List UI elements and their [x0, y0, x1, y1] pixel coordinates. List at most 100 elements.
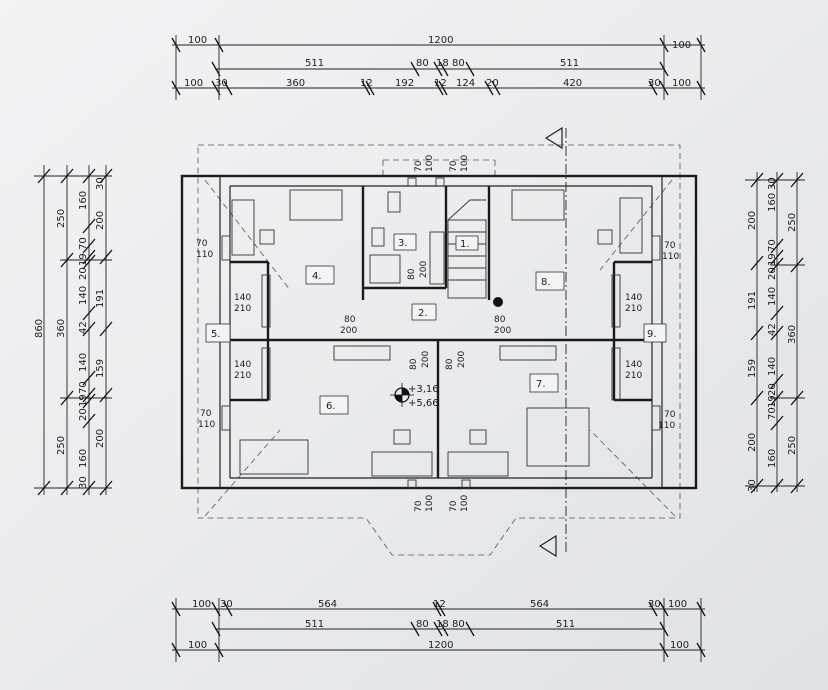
- right-dim-c-2: 191: [747, 291, 758, 310]
- room-9-label: 9.: [647, 329, 657, 340]
- win-110-left-top: 110: [196, 250, 213, 260]
- section-arrow-bottom-icon: [538, 534, 557, 558]
- chair-room-4-icon: [259, 229, 275, 245]
- right-dim-c-4: 200: [747, 433, 758, 452]
- left-dim-b-12: 30: [78, 476, 89, 489]
- win-110-right-bottom: 110: [658, 421, 675, 431]
- top-dim-1-a: 100: [188, 35, 207, 46]
- top-dim-3-f: 12: [434, 78, 447, 89]
- bottom-dim-1-a: 100: [192, 599, 211, 610]
- left-dim-c-3: 159: [95, 359, 106, 378]
- staircase: [447, 199, 487, 299]
- top-dim-3-b: 30: [215, 78, 228, 89]
- room-4-label: 4.: [312, 271, 322, 282]
- door-200-room3: 200: [419, 261, 429, 278]
- win-110-right-top: 110: [662, 252, 679, 262]
- door-200-room7: 200: [457, 351, 467, 368]
- top-dim-3-j: 30: [648, 78, 661, 89]
- left-dim-b-3: 19: [78, 253, 89, 266]
- left-dim-a-1: 250: [56, 209, 67, 228]
- right-dim-b-11: 160: [767, 449, 778, 468]
- bed-room-8: [511, 189, 565, 221]
- top-dim-3-c: 360: [286, 78, 305, 89]
- right-dim-c-3: 159: [747, 359, 758, 378]
- chair-room-6-icon: [393, 429, 411, 445]
- bottom-dim-1-g: 100: [668, 599, 687, 610]
- win-210-right-1: 210: [625, 304, 642, 314]
- left-dim-c-1: 200: [95, 211, 106, 230]
- right-dim-b-4: 20: [767, 267, 778, 280]
- left-dim-b-1: 160: [78, 191, 89, 210]
- elevation-1: +3,16: [408, 384, 439, 395]
- bottom-dim-1-c: 564: [318, 599, 337, 610]
- chimney-icon: [493, 297, 503, 307]
- right-dim-c-5: 30: [747, 479, 758, 492]
- toilet-icon: [387, 191, 401, 213]
- desk-room-6: [371, 451, 433, 477]
- left-dim-total: 860: [34, 319, 45, 338]
- top-dim-2-a: 511: [305, 58, 324, 69]
- top-dim-2-c: 18: [436, 58, 449, 69]
- wardrobe-room-7: [499, 345, 557, 361]
- roofwin-70-1: 70: [414, 160, 424, 172]
- right-dim-b-7: 140: [767, 357, 778, 376]
- right-dim-b-12: 30: [767, 177, 778, 190]
- right-dim-b-1: 160: [767, 193, 778, 212]
- double-bed-room-7: [526, 407, 590, 467]
- left-dim-b-2: 70: [78, 237, 89, 250]
- right-dim-b-9: 19: [767, 395, 778, 408]
- win-210-left-1: 210: [234, 304, 251, 314]
- bottom-dim-2-c: 18: [436, 619, 449, 630]
- right-dim-c-1: 200: [747, 211, 758, 230]
- bottom-dim-1-e: 564: [530, 599, 549, 610]
- right-dim-b-5: 140: [767, 287, 778, 306]
- right-dimension-lines: 200 191 159 200 30 160 70 19 20 140 42 1…: [745, 172, 805, 494]
- top-dim-3-e: 192: [395, 78, 414, 89]
- door-80-room7: 80: [445, 358, 455, 370]
- right-dim-a-3: 250: [787, 436, 798, 455]
- left-dim-b-5: 140: [78, 286, 89, 305]
- furniture: [231, 189, 643, 477]
- roofwin-100-2: 100: [460, 155, 470, 172]
- door-80-room8: 80: [494, 315, 506, 325]
- room-7-label: 7.: [536, 379, 546, 390]
- left-dim-b-10: 20: [78, 408, 89, 421]
- left-dim-a-3: 250: [56, 436, 67, 455]
- roofwin-70-4: 70: [449, 500, 459, 512]
- section-line: [538, 126, 567, 558]
- room-2-label: 2.: [418, 308, 428, 319]
- left-dim-b-6: 42: [78, 321, 89, 334]
- left-dim-b-11: 160: [78, 449, 89, 468]
- chair-room-7-icon: [469, 429, 487, 445]
- bottom-dim-1-f: 30: [648, 599, 661, 610]
- win-140-left-1: 140: [234, 293, 251, 303]
- bottom-dim-2-b: 80: [416, 619, 429, 630]
- desk-room-7: [447, 451, 509, 477]
- elevation-2: +5,66: [408, 398, 439, 409]
- left-dim-b-8: 70: [78, 381, 89, 394]
- win-70-left-bottom: 70: [200, 409, 212, 419]
- win-210-right-2: 210: [625, 371, 642, 381]
- top-dim-1-c: 100: [672, 40, 691, 51]
- left-dim-b-7: 140: [78, 353, 89, 372]
- bottom-dim-2-a: 511: [305, 619, 324, 630]
- win-70-right-bottom: 70: [664, 410, 676, 420]
- room-8-label: 8.: [541, 277, 551, 288]
- left-dim-b-4: 20: [78, 267, 89, 280]
- bottom-dim-3-c: 100: [670, 640, 689, 651]
- roofwin-100-1: 100: [425, 155, 435, 172]
- win-210-left-2: 210: [234, 371, 251, 381]
- left-dim-a-2: 360: [56, 319, 67, 338]
- top-dim-3-k: 100: [672, 78, 691, 89]
- roofwin-100-3: 100: [425, 495, 435, 512]
- top-dim-3-g: 124: [456, 78, 475, 89]
- sink-icon: [371, 227, 385, 247]
- left-dimension-lines: 860 250 360 250 160 70 19 20 140 42 140 …: [34, 165, 113, 496]
- left-dim-b-9: 19: [78, 394, 89, 407]
- right-dim-b-3: 19: [767, 253, 778, 266]
- left-dim-c-5: 30: [95, 177, 106, 190]
- wardrobe-room-6: [333, 345, 391, 361]
- top-dim-2-b: 80: [416, 58, 429, 69]
- win-70-left-top: 70: [196, 239, 208, 249]
